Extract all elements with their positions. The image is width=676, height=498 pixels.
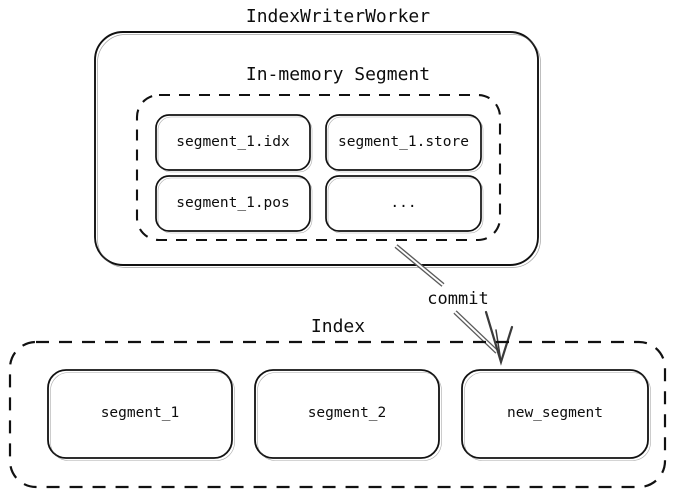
in-memory-segment-container <box>135 93 502 242</box>
commit-edge-label: commit <box>408 290 508 309</box>
indexwriterworker-title: IndexWriterWorker <box>245 6 431 27</box>
node-label-segment-2: segment_2 <box>307 405 387 421</box>
node-label-ellipsis: ... <box>390 195 417 211</box>
node-label-segment-1-store: segment_1.store <box>338 134 469 150</box>
node-label-segment-1: segment_1 <box>100 405 180 421</box>
node-label-segment-1-pos: segment_1.pos <box>176 195 290 211</box>
node-label-new-segment: new_segment <box>506 405 604 421</box>
index-title: Index <box>310 316 366 337</box>
node-label-segment-1-idx: segment_1.idx <box>176 134 290 150</box>
in-memory-segment-title: In-memory Segment <box>245 64 431 85</box>
